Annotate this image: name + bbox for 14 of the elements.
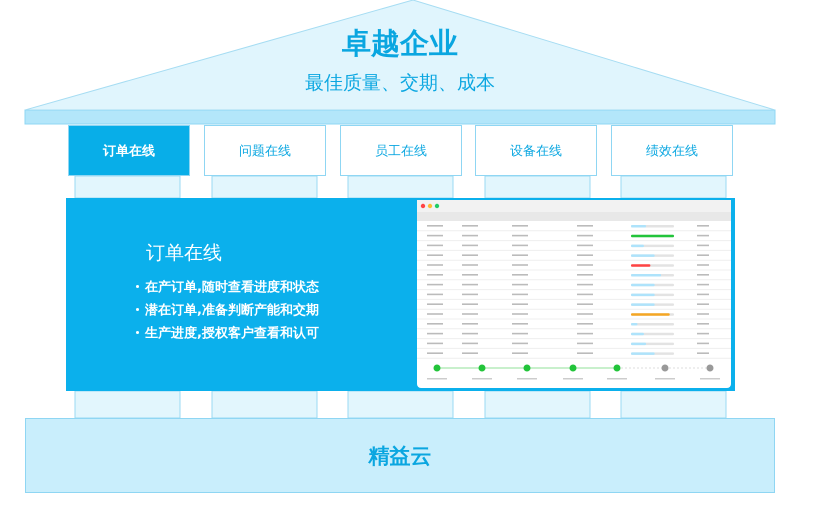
foundation: 精益云 [25, 418, 775, 493]
roof [25, 0, 775, 110]
feature-panel [66, 198, 735, 391]
title: 卓越企业 [341, 25, 459, 62]
tab: 设备在线 [475, 125, 597, 176]
tab: 员工在线 [340, 125, 462, 176]
tab: 绩效在线 [611, 125, 733, 176]
tab: 订单在线 [68, 125, 190, 176]
subtitle: 最佳质量、交期、成本 [304, 71, 496, 96]
bullet-item: 潜在订单,准备判断产能和交期 [145, 302, 319, 319]
panel-heading: 订单在线 [146, 241, 222, 266]
tab: 问题在线 [204, 125, 326, 176]
bullet-item: 在产订单,随时查看进度和状态 [145, 278, 319, 296]
bullet-item: 生产进度,授权客户查看和认可 [145, 324, 319, 342]
